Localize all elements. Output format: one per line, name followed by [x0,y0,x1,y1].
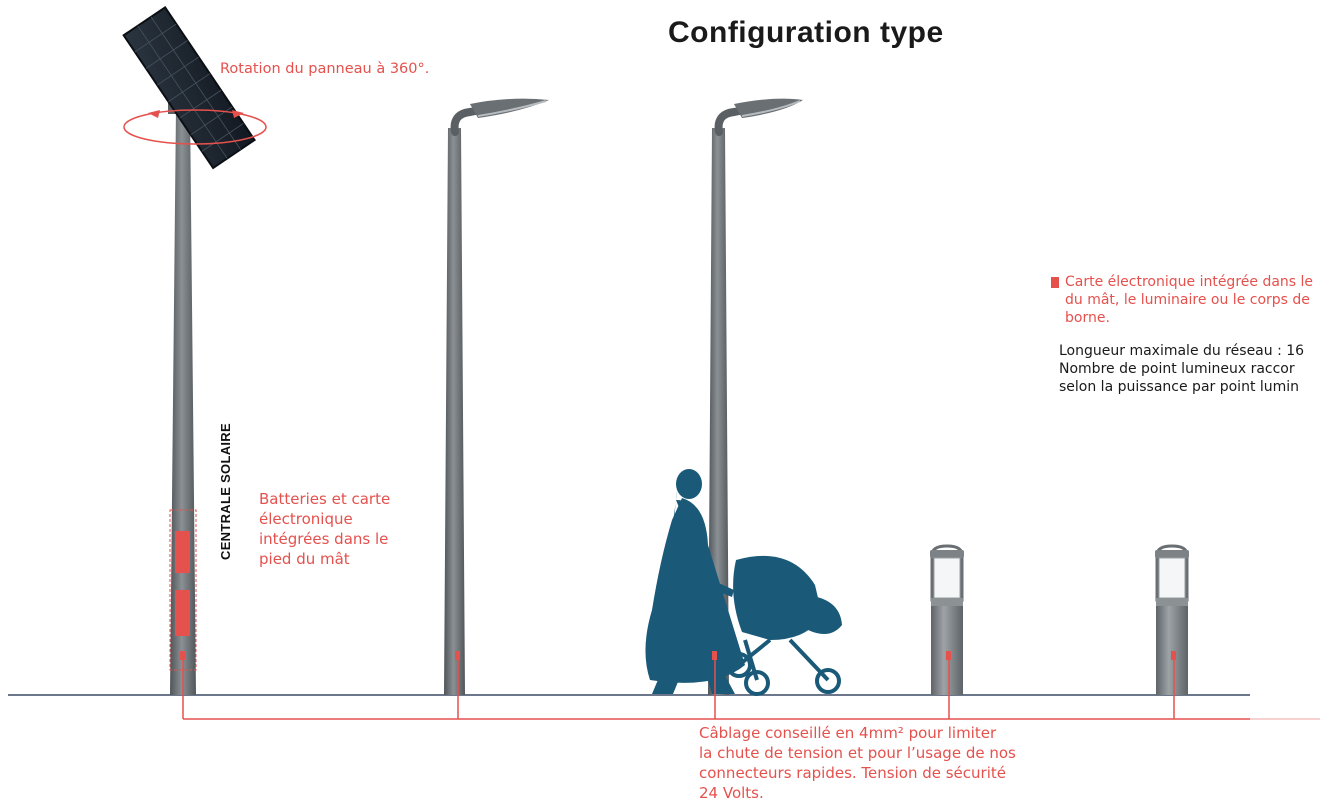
card-note-line: du mât, le luminaire ou le corps de [1065,292,1310,308]
network-note-line: Nombre de point lumineux raccor [1059,361,1295,377]
network-note-line: Longueur maximale du réseau : 16 [1059,343,1305,359]
battery-note-line: intégrées dans le [259,530,389,548]
card-legend-marker [1051,277,1059,288]
bollard-1 [930,544,964,695]
cable-note: Câblage conseillé en 4mm² pour limiter l… [699,723,1039,803]
street-light-1 [444,98,549,695]
electronic-card-markers [180,651,1176,660]
battery-note-line: pied du mât [259,550,350,568]
rotation-arrow-icon [123,109,267,145]
bollard-2 [1155,544,1189,695]
street-light-2 [708,98,803,695]
cable-note-line: la chute de tension et pour l’usage de n… [699,744,1016,762]
network-note-line: selon la puissance par point lumin [1059,379,1300,395]
battery-note: Batteries et carte électronique intégrée… [259,489,399,569]
cable-note-line: connecteurs rapides. Tension de sécurité [699,764,1006,782]
rotation-note: Rotation du panneau à 360°. [220,61,430,77]
cable-network [182,660,1320,720]
page-title: Configuration type [668,16,944,49]
battery-note-line: Batteries et carte [259,490,391,508]
pedestrian-silhouette [645,469,842,696]
cable-note-line: Câblage conseillé en 4mm² pour limiter [699,724,997,742]
card-note: Carte électronique intégrée dans le du m… [1065,273,1320,327]
network-note: Longueur maximale du réseau : 16 Nombre … [1059,342,1304,396]
card-note-line: borne. [1065,310,1110,326]
solar-panel [122,5,256,170]
battery-compartment [169,509,197,671]
battery-note-line: électronique [259,510,353,528]
solar-station-label: CENTRALE SOLAIRE [218,423,233,560]
card-note-line: Carte électronique intégrée dans le [1065,274,1314,290]
cable-note-line: 24 Volts. [699,784,764,802]
